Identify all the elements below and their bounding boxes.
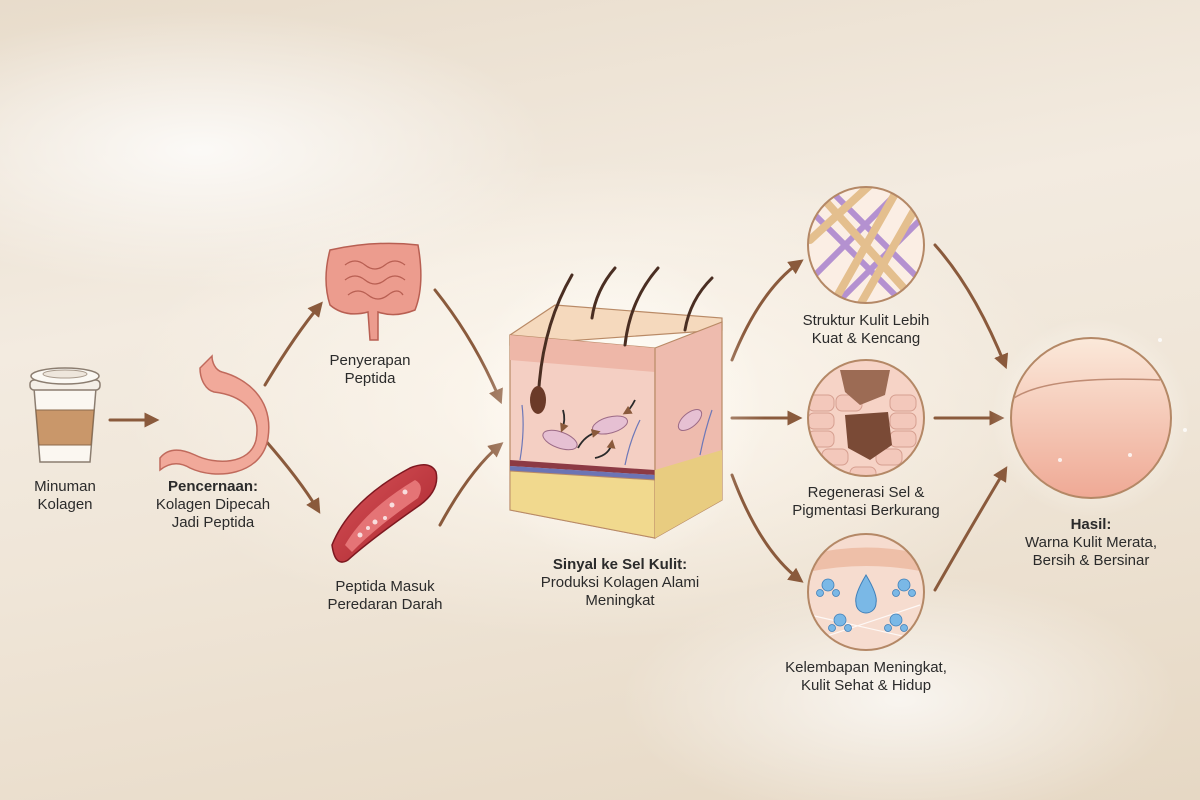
label-line: Bersih & Bersinar xyxy=(1032,552,1150,569)
label-line: Peredaran Darah xyxy=(327,596,443,613)
label-line: Warna Kulit Merata, xyxy=(1025,534,1157,551)
label-line: Jadi Peptida xyxy=(171,514,255,531)
label-line: Meningkat xyxy=(585,592,655,609)
step-label-skin-signal: Sinyal ke Sel Kulit: Produksi Kolagen Al… xyxy=(520,556,720,610)
skin-cross-section-icon xyxy=(465,250,765,570)
step-label-result: Hasil: Warna Kulit Merata, Bersih & Bers… xyxy=(1006,516,1176,570)
coffee-cup-icon xyxy=(29,367,101,463)
label-line: Kuat & Kencang xyxy=(811,330,921,347)
step-label-absorption: Penyerapan Peptida xyxy=(305,352,435,388)
arrow-digestion-to-bloodstream xyxy=(263,438,321,514)
label-line: Struktur Kulit Lebih xyxy=(802,312,930,329)
label-title: Hasil: xyxy=(1070,516,1112,533)
arrow-structure-to-result xyxy=(933,243,1009,370)
label-line: Kelembapan Meningkat, xyxy=(785,659,947,676)
label-line: Peptida Masuk xyxy=(335,578,435,595)
label-line: Kolagen Dipecah xyxy=(155,496,271,513)
label-title: Pencernaan: xyxy=(167,478,259,495)
label-line: Kulit Sehat & Hidup xyxy=(800,677,932,694)
step-label-drink: Minuman Kolagen xyxy=(10,478,120,514)
arrow-hydration-to-result xyxy=(933,466,1008,592)
intestine-icon xyxy=(325,242,422,341)
step-label-regeneration: Regenerasi Sel & Pigmentasi Berkurang xyxy=(776,484,956,520)
blood-vessel-icon xyxy=(331,464,438,563)
step-label-digestion: Pencernaan: Kolagen Dipecah Jadi Peptida xyxy=(138,478,288,532)
stomach-icon xyxy=(159,354,270,475)
skin-cells-icon xyxy=(807,359,925,477)
label-line: Produksi Kolagen Alami xyxy=(540,574,700,591)
label-line: Peptida xyxy=(344,370,396,387)
collagen-fiber-icon xyxy=(807,186,925,304)
glowing-skin-icon xyxy=(991,318,1191,518)
water-molecule-icon xyxy=(807,533,925,651)
label-line: Regenerasi Sel & xyxy=(807,484,925,501)
label-line: Minuman xyxy=(34,478,96,495)
label-line: Pigmentasi Berkurang xyxy=(792,502,940,519)
label-line: Kolagen xyxy=(37,496,93,513)
step-label-structure: Struktur Kulit Lebih Kuat & Kencang xyxy=(776,312,956,348)
arrow-digestion-to-absorption xyxy=(263,301,323,387)
step-label-bloodstream: Peptida Masuk Peredaran Darah xyxy=(305,578,465,614)
label-line: Penyerapan xyxy=(329,352,411,369)
label-title: Sinyal ke Sel Kulit: xyxy=(552,556,688,573)
step-label-hydration: Kelembapan Meningkat, Kulit Sehat & Hidu… xyxy=(766,659,966,695)
